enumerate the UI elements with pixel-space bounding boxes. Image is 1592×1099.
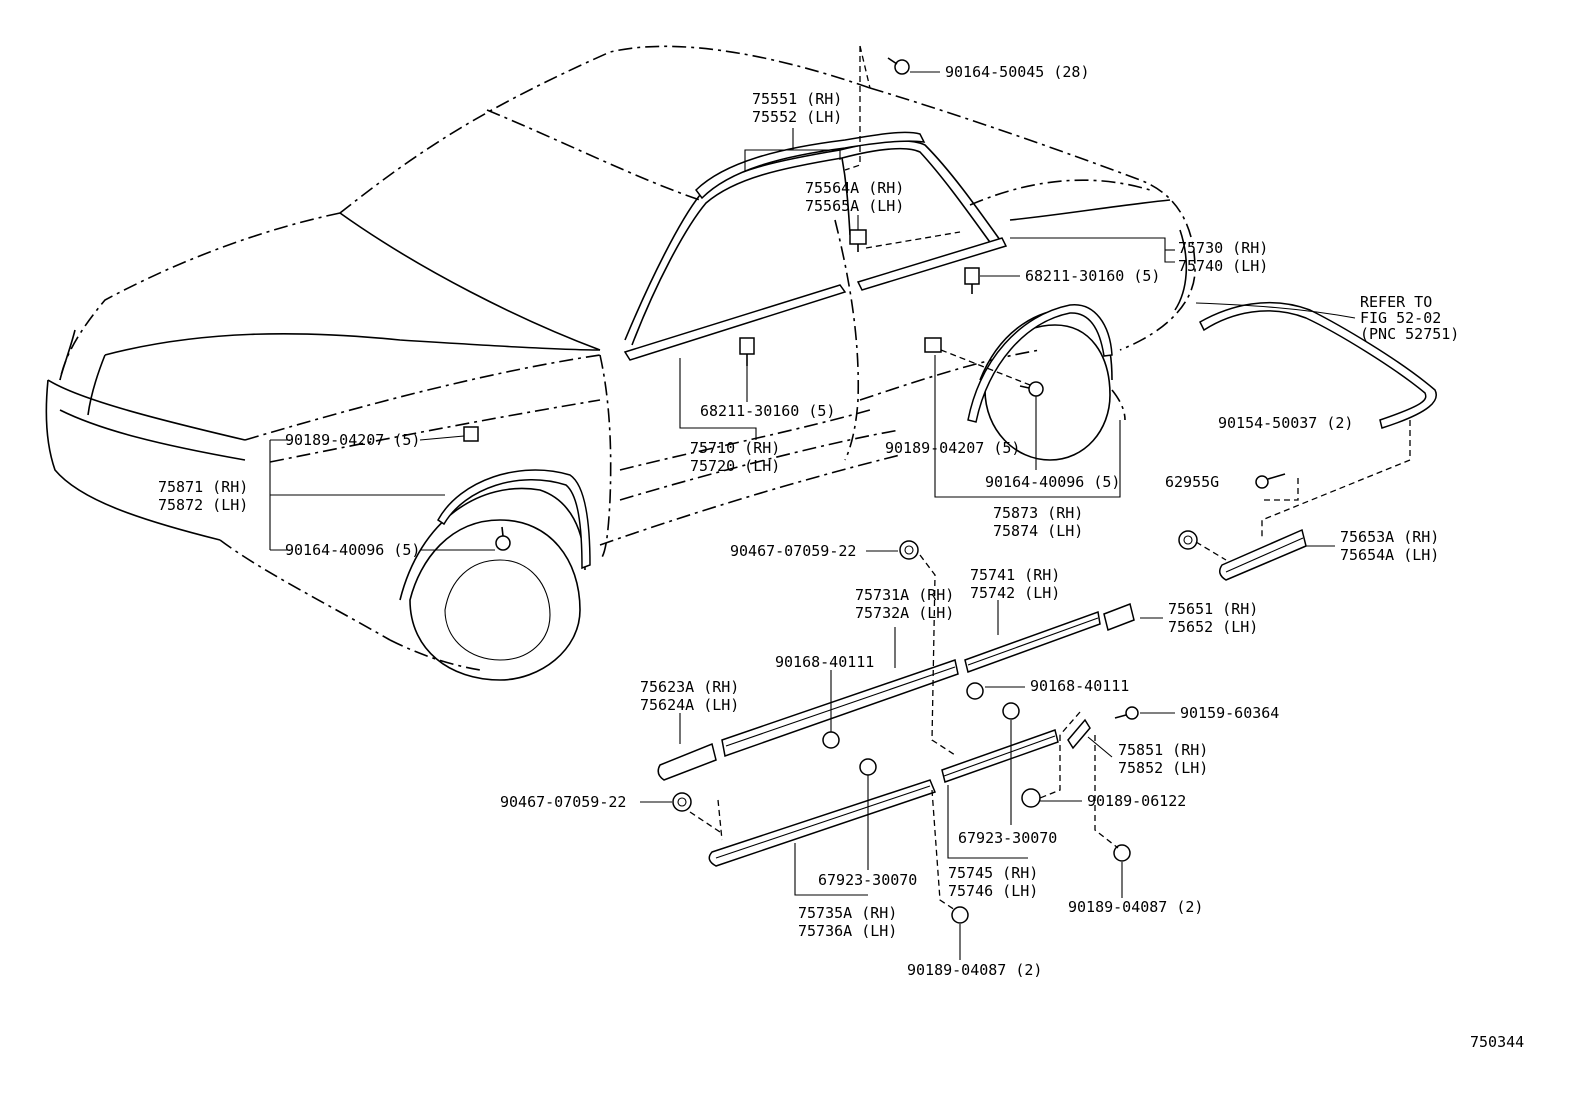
label-67923-a: 67923-30070 — [818, 871, 917, 889]
label-75653a: 75653A (RH) — [1340, 528, 1439, 546]
label-68211-b: 68211-30160 (5) — [700, 402, 835, 420]
assembly-lines — [689, 45, 1411, 911]
clip-icon — [964, 267, 980, 294]
label-90467-b: 90467-07059-22 — [500, 793, 626, 811]
clip-icon — [1113, 844, 1131, 862]
rear-door-belt-molding — [856, 237, 1008, 291]
exploded-moldings — [657, 528, 1307, 867]
label-75651: 75651 (RH) — [1168, 600, 1258, 618]
label-90164-40096-a: 90164-40096 (5) — [285, 541, 420, 559]
rear-bumper-side-molding — [1219, 528, 1307, 581]
label-75874: 75874 (LH) — [993, 522, 1083, 540]
label-75741: 75741 (RH) — [970, 566, 1060, 584]
label-75710: 75710 (RH) — [690, 439, 780, 457]
front-fender-arch-molding — [437, 469, 591, 570]
label-75735a: 75735A (RH) — [798, 904, 897, 922]
label-90189-04087-b: 90189-04087 (2) — [1068, 898, 1203, 916]
label-75746: 75746 (LH) — [948, 882, 1038, 900]
figure-number: 750344 — [1470, 1033, 1524, 1051]
label-75872: 75872 (LH) — [158, 496, 248, 514]
clip-icon — [849, 229, 867, 252]
clip-icon — [859, 758, 877, 776]
molding-parts-on-car — [437, 131, 1437, 570]
rear-fender-arch-molding — [967, 304, 1113, 423]
label-refer-2: FIG 52-02 — [1360, 309, 1441, 327]
leader-lines — [269, 71, 1356, 960]
clip-icon — [924, 337, 942, 353]
roof-drip-molding — [695, 131, 926, 200]
rocker-panel-molding-front — [708, 779, 937, 867]
label-75730: 75730 (RH) — [1178, 239, 1268, 257]
label-62955g: 62955G — [1165, 473, 1219, 491]
label-75652: 75652 (LH) — [1168, 618, 1258, 636]
quarter-lower-molding — [1103, 602, 1135, 632]
label-90154-50037: 90154-50037 (2) — [1218, 414, 1353, 432]
label-90164-50045: 90164-50045 (28) — [945, 63, 1090, 81]
label-75742: 75742 (LH) — [970, 584, 1060, 602]
screw-icon — [495, 526, 511, 551]
label-75745: 75745 (RH) — [948, 864, 1038, 882]
label-refer-3: (PNC 52751) — [1360, 325, 1459, 343]
label-75732a: 75732A (LH) — [855, 604, 954, 622]
label-90168-a: 90168-40111 — [775, 653, 874, 671]
clip-icon — [966, 682, 984, 700]
screw-icon — [887, 57, 910, 75]
label-68211-a: 68211-30160 (5) — [1025, 267, 1160, 285]
label-90168-b: 90168-40111 — [1030, 677, 1129, 695]
label-75624a: 75624A (LH) — [640, 696, 739, 714]
clip-icon — [1178, 530, 1198, 550]
label-75851: 75851 (RH) — [1118, 741, 1208, 759]
screw-icon — [1019, 381, 1044, 397]
clip-icon — [951, 906, 969, 924]
label-75552: 75552 (LH) — [752, 108, 842, 126]
clip-icon — [1002, 702, 1020, 720]
label-75565a: 75565A (LH) — [805, 197, 904, 215]
front-fender-lower-molding — [657, 742, 717, 781]
clip-icon — [463, 426, 479, 442]
label-90189-04207-b: 90189-04207 (5) — [885, 439, 1020, 457]
moulding-bracket — [1067, 718, 1091, 750]
label-90189-06122: 90189-06122 — [1087, 792, 1186, 810]
label-75623a: 75623A (RH) — [640, 678, 739, 696]
label-90159: 90159-60364 — [1180, 704, 1279, 722]
front-door-lower-molding — [721, 659, 959, 757]
clip-icon — [739, 337, 755, 366]
label-90164-40096-b: 90164-40096 (5) — [985, 473, 1120, 491]
label-75736a: 75736A (LH) — [798, 922, 897, 940]
label-75740: 75740 (LH) — [1178, 257, 1268, 275]
label-75551: 75551 (RH) — [752, 90, 842, 108]
front-door-belt-molding — [623, 284, 847, 361]
part-labels: 90164-50045 (28) 75551 (RH) 75552 (LH) 7… — [158, 63, 1524, 1051]
label-67923-b: 67923-30070 — [958, 829, 1057, 847]
label-90189-04087-a: 90189-04087 (2) — [907, 961, 1042, 979]
label-75720: 75720 (LH) — [690, 457, 780, 475]
rear-bumper-strip — [1199, 301, 1437, 429]
label-75871: 75871 (RH) — [158, 478, 248, 496]
screw-icon — [1114, 706, 1139, 720]
fasteners — [463, 57, 1286, 924]
clip-icon — [1021, 788, 1041, 808]
label-75852: 75852 (LH) — [1118, 759, 1208, 777]
label-75873: 75873 (RH) — [993, 504, 1083, 522]
label-90467-a: 90467-07059-22 — [730, 542, 856, 560]
label-75654a: 75654A (LH) — [1340, 546, 1439, 564]
label-75731a: 75731A (RH) — [855, 586, 954, 604]
car-body-outline — [45, 45, 1196, 681]
clip-icon — [822, 731, 840, 749]
clip-icon — [672, 792, 692, 812]
label-refer-1: REFER TO — [1360, 293, 1432, 311]
screw-icon — [1255, 473, 1286, 489]
label-90189-04207-a: 90189-04207 (5) — [285, 431, 420, 449]
clip-icon — [899, 540, 919, 560]
label-75564a: 75564A (RH) — [805, 179, 904, 197]
